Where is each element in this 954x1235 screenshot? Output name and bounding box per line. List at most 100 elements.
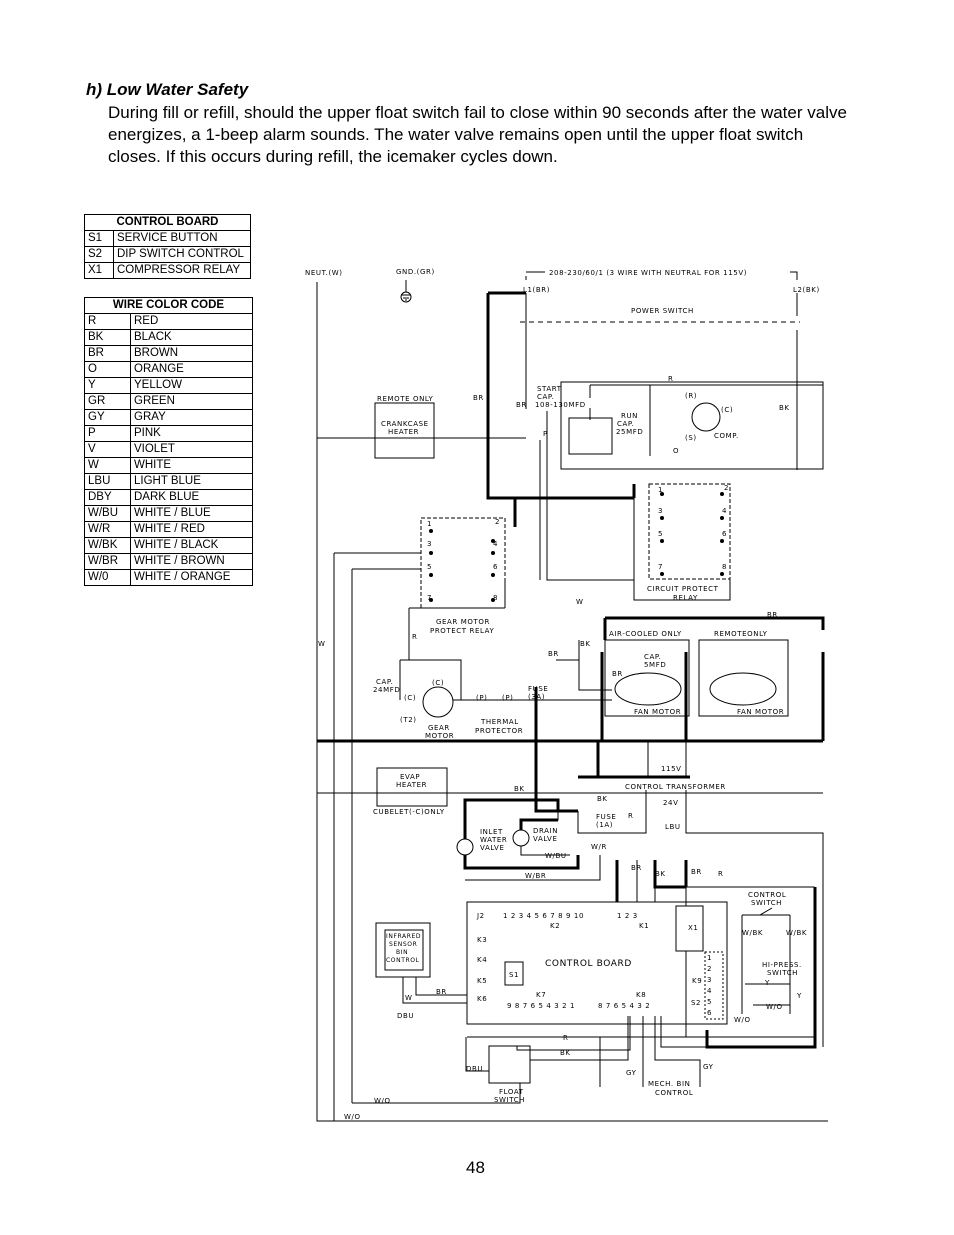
relay-pin: 1 [658,486,663,494]
k9-pin: 3 [707,976,712,984]
wire-label: W/O [344,1113,361,1121]
fan-motor-symbol [709,672,777,706]
k9-pin: 6 [707,1009,712,1017]
remote-only-fan-label: REMOTEONLY [714,630,768,638]
inlet-label: INLET [480,828,503,836]
evap-label: EVAP [400,773,420,781]
wire-label: W/R [591,843,607,851]
s2-label: S2 [691,999,701,1007]
fan-cap-label: 5MFD [644,661,666,669]
section-body: During fill or refill, should the upper … [108,103,847,166]
k7-pins-label: 9 8 7 6 5 4 3 2 1 [507,1002,575,1010]
table-cell-desc: WHITE / ORANGE [130,569,253,586]
wire-label: Y [764,979,770,987]
k2-pins-label: 1 2 3 4 5 6 7 8 9 10 [503,912,584,920]
k9-pin: 1 [707,954,712,962]
comp-label: COMP. [714,432,739,440]
wire-label: W/BU [545,852,567,860]
gear-t2-label: (T2) [400,716,417,724]
run-cap-label: 25MFD [616,428,643,436]
power-switch-label: POWER SWITCH [631,307,694,315]
wire-label: BR [631,864,642,872]
air-cooled-fan-box [604,639,690,717]
compressor-relay-box [568,417,613,455]
inlet-valve-symbol [456,838,474,856]
wire-label: BR [516,401,527,409]
float-switch-label: SWITCH [494,1096,525,1104]
evap-heater [376,767,448,807]
k8-label: K8 [636,991,646,999]
wire-label: GY [626,1069,637,1077]
infrared-label: SENSOR [389,941,417,948]
wire-label: BK [560,1049,571,1057]
gear-relay-label: GEAR MOTOR [436,618,490,626]
k3-label: K3 [477,936,487,944]
table-cell-desc: WHITE / RED [130,521,253,538]
relay-pin: 4 [493,540,498,548]
relay-pin: 6 [722,530,727,538]
s1-button-box [504,961,524,986]
k7-label: K7 [536,991,546,999]
infrared-label: BIN [396,949,408,956]
wire-label: BR [767,611,778,619]
relay-pin: 7 [658,563,663,571]
supply-label: 208-230/60/1 (3 WIRE WITH NEUTRAL FOR 11… [549,269,747,277]
transformer-115v-label: 115V [661,765,682,773]
control-switch-label: CONTROL [748,891,786,899]
wire-label: W/O [374,1097,391,1105]
circuit-relay-label: CIRCUIT PROTECT [647,585,719,593]
wire-label: DBU [397,1012,414,1020]
wire-label: BR [436,988,447,996]
table-cell-desc: COMPRESSOR RELAY [113,262,251,279]
gear-cap-label: 24MFD [373,686,400,694]
table-cell-code: GY [84,409,131,426]
fan-motor-label: FAN MOTOR [737,708,784,716]
wire-label: W/BR [525,872,546,880]
inlet-label: WATER [480,836,507,844]
k9-connector-box [704,951,724,1020]
wire-label: W [576,598,584,606]
wire-label: DBU [466,1065,483,1073]
gear-c-label: (C) [432,679,444,687]
wire-label: W/BK [786,929,807,937]
evap-label: HEATER [396,781,427,789]
k9-label: K9 [692,977,702,985]
relay-pin: 6 [493,563,498,571]
control-board-table-title: CONTROL BOARD [84,214,251,231]
wire-label: BK [580,640,591,648]
fan-motor-symbol [614,672,682,706]
fuse-label: FUSE [528,685,548,693]
s1-label: S1 [509,971,519,979]
relay-pin: 5 [427,563,432,571]
section-heading: h) Low Water Safety [86,80,249,99]
wire-label: R [563,1034,568,1042]
wire-label: P [543,430,548,438]
wire-label: W/BK [742,929,763,937]
transformer-24v-label: 24V [663,799,679,807]
infrared-label: INFRARED [386,933,421,940]
infrared-label: CONTROL [386,957,420,964]
table-cell-desc: DARK BLUE [130,489,253,506]
relay-pin: 2 [495,518,500,526]
circuit-relay-label: RELAY [673,594,698,602]
relay-pin: 5 [658,530,663,538]
k4-label: K4 [477,956,487,964]
gear-cap-label: CAP. [376,678,393,686]
k6-label: K6 [477,995,487,1003]
wire-label: BK [655,870,666,878]
mech-bin-label: MECH. BIN [648,1080,690,1088]
wire-label: O [673,447,679,455]
drain-label: VALVE [533,835,557,843]
